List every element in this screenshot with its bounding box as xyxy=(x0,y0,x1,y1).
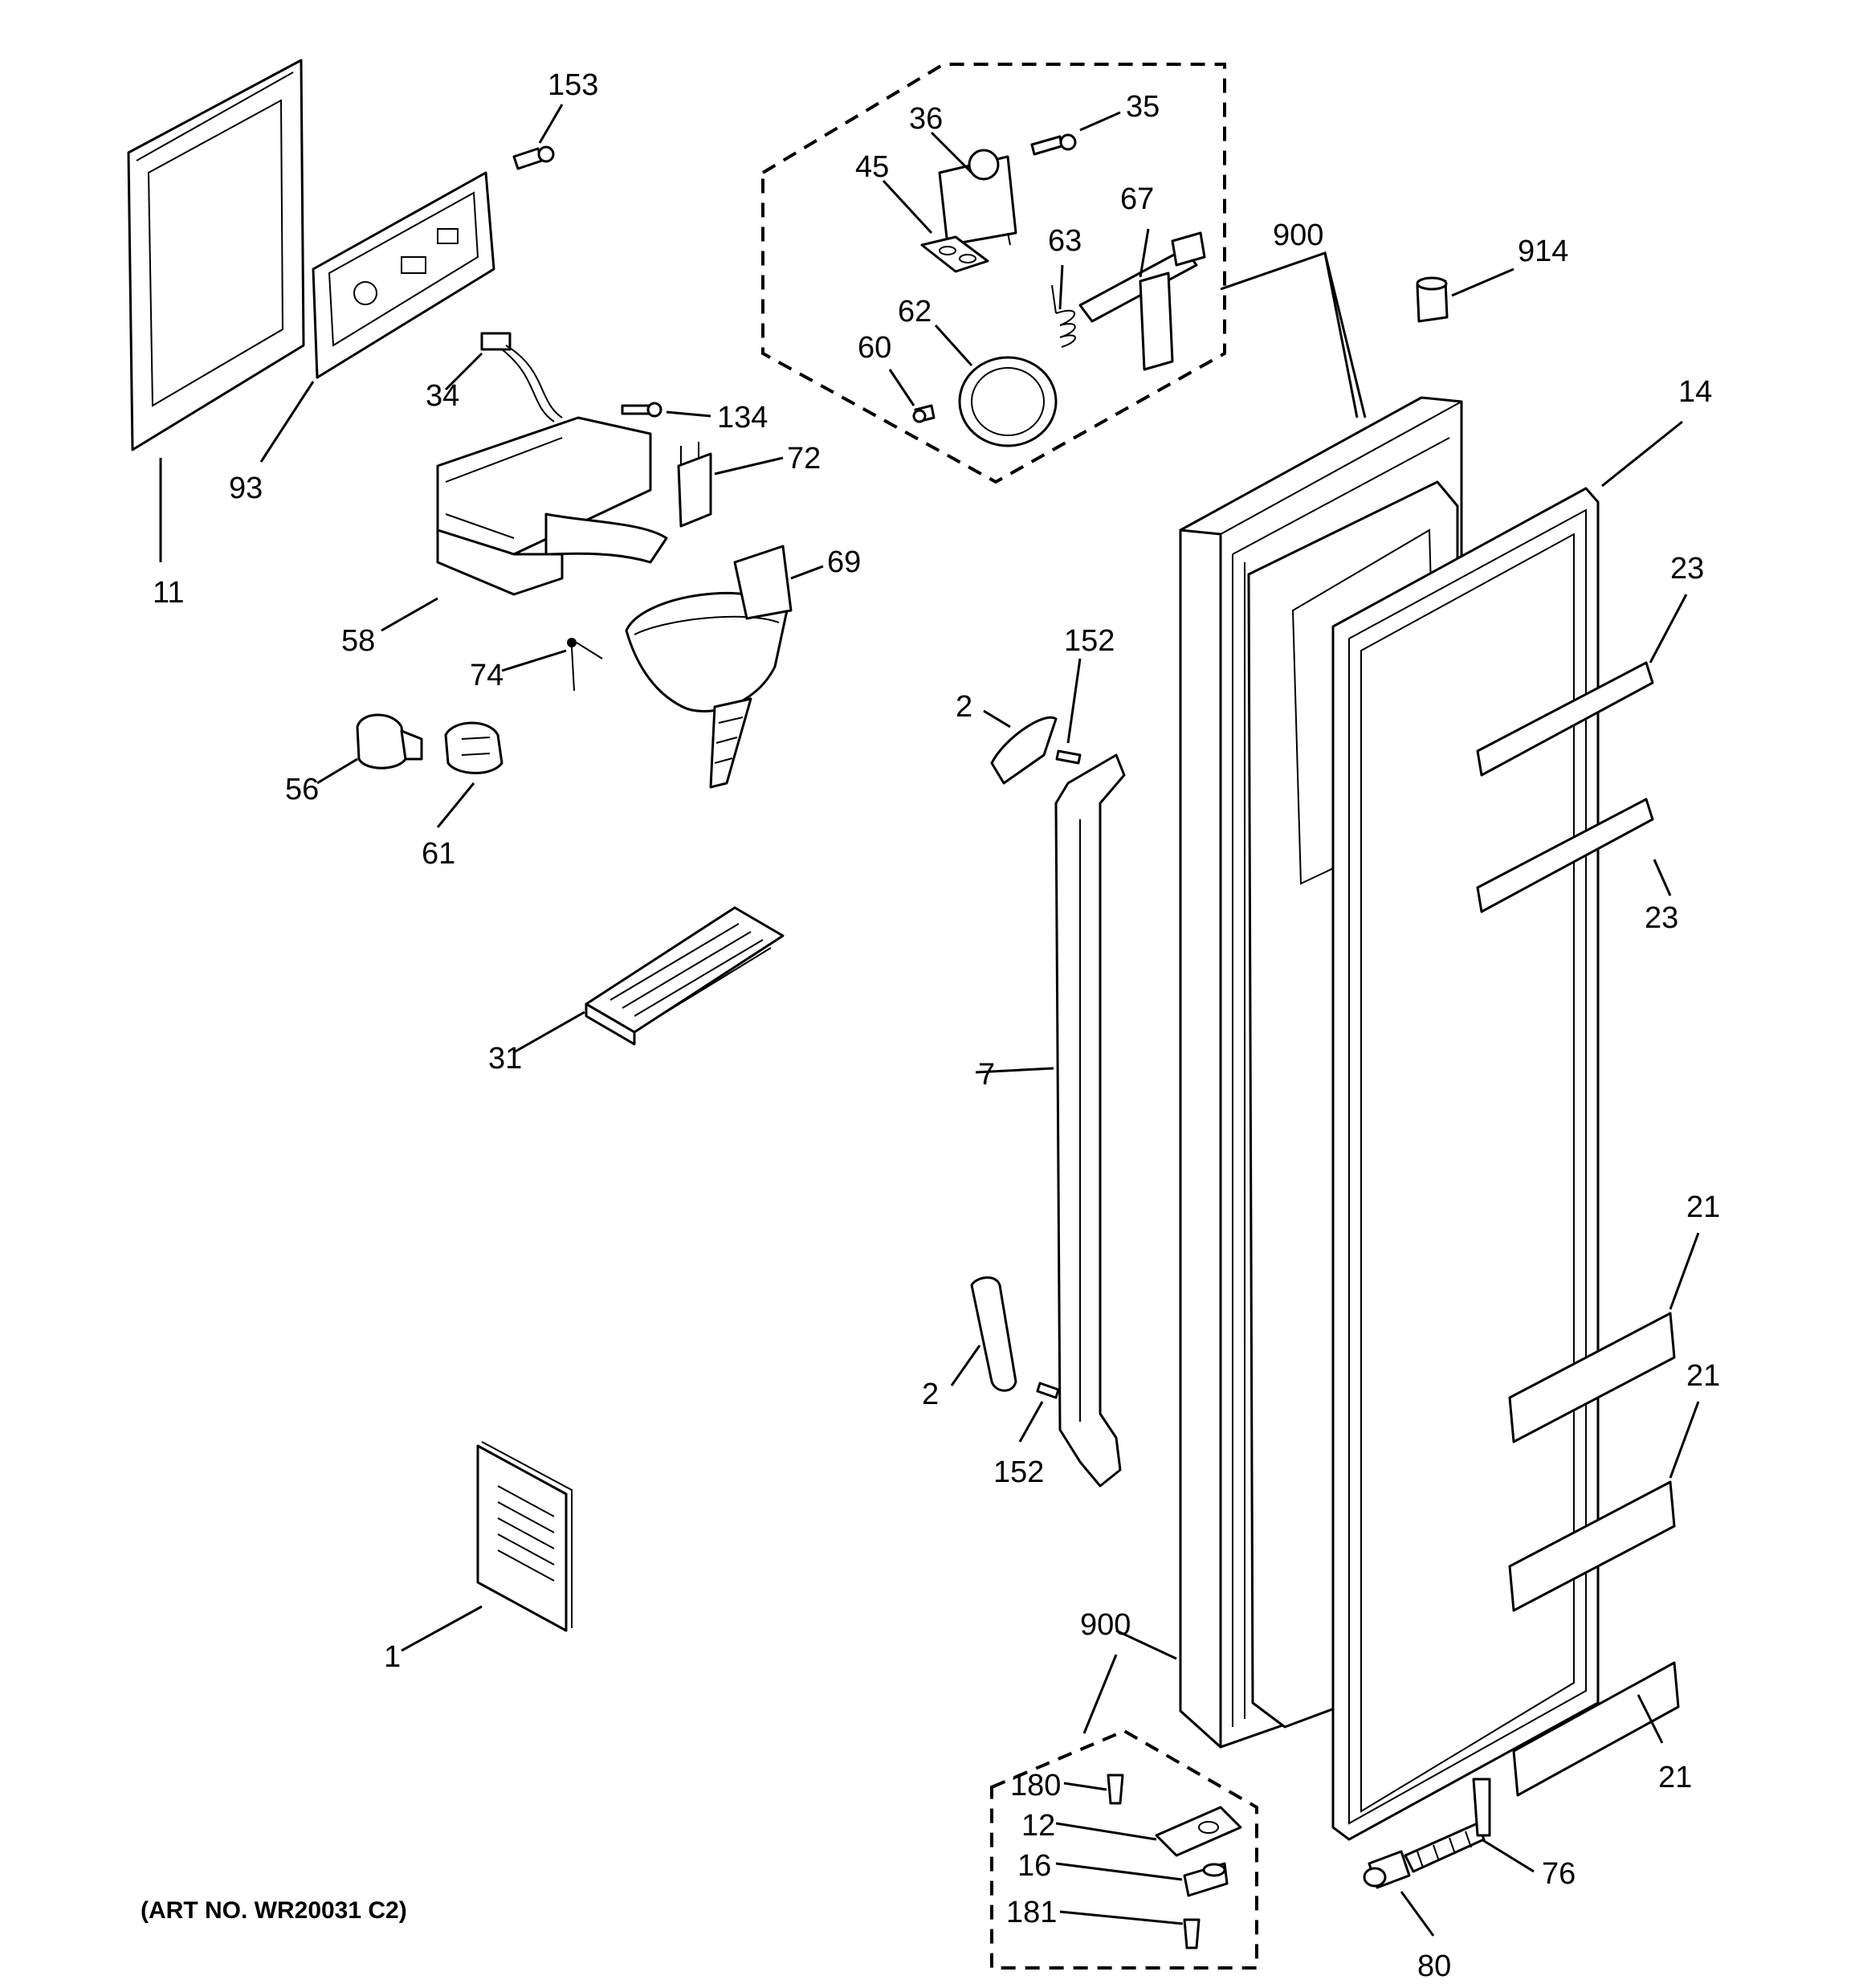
callout-62: 62 xyxy=(898,295,932,329)
callout-60: 60 xyxy=(858,331,891,365)
art-number: (ART NO. WR20031 C2) xyxy=(141,1897,407,1924)
part-62-ring xyxy=(958,356,1058,447)
callout-31: 31 xyxy=(488,1042,522,1076)
callout-34: 34 xyxy=(426,379,459,413)
part-11-dispenser-frame xyxy=(127,59,305,451)
part-2-endcap-lower xyxy=(970,1276,1017,1392)
callout-180: 180 xyxy=(1010,1769,1061,1802)
part-34-wire-harness xyxy=(480,332,563,423)
callout-16: 16 xyxy=(1017,1849,1051,1883)
callout-153: 153 xyxy=(548,68,598,102)
part-914-cap xyxy=(1416,276,1449,323)
callout-74: 74 xyxy=(470,659,503,692)
callout-35: 35 xyxy=(1126,90,1160,124)
part-16-bushing xyxy=(1183,1862,1229,1897)
part-153-screw xyxy=(512,145,555,170)
callout-45: 45 xyxy=(855,150,889,184)
callout-152-upper: 152 xyxy=(1064,624,1115,658)
part-80-fitting xyxy=(1363,1850,1411,1889)
callout-80: 80 xyxy=(1417,1949,1451,1983)
part-63-spring xyxy=(1051,284,1076,348)
callout-152-lower: 152 xyxy=(993,1455,1044,1489)
callout-93: 93 xyxy=(229,471,263,505)
part-76-water-tube xyxy=(1404,1778,1491,1873)
callout-58: 58 xyxy=(341,624,375,658)
part-21-rail-1 xyxy=(1508,1312,1676,1443)
callout-23-upper: 23 xyxy=(1670,552,1704,586)
callout-11: 11 xyxy=(153,576,184,610)
part-67-lever xyxy=(1078,231,1206,371)
callout-21-top: 21 xyxy=(1686,1190,1720,1224)
leader-lines xyxy=(159,104,1700,1937)
part-31-drip-tray xyxy=(585,906,785,1046)
upper-kit-dashed-outline xyxy=(761,63,1226,484)
part-61-gear xyxy=(444,721,503,774)
callout-21-middle: 21 xyxy=(1686,1359,1720,1393)
part-56-knob xyxy=(356,713,423,769)
part-21-rail-3 xyxy=(1512,1661,1680,1797)
part-23-rail-upper xyxy=(1476,661,1654,777)
part-181-screw xyxy=(1183,1918,1201,1949)
callout-23-lower: 23 xyxy=(1645,901,1678,935)
lower-kit-dashed-outline xyxy=(990,1729,1258,1970)
callout-67: 67 xyxy=(1120,182,1154,216)
callout-61: 61 xyxy=(422,837,455,871)
part-72-switch xyxy=(677,442,712,528)
callout-63: 63 xyxy=(1048,224,1082,258)
callout-69: 69 xyxy=(827,545,861,579)
part-74-spring xyxy=(567,638,603,692)
callout-14: 14 xyxy=(1678,375,1712,409)
part-134-screw xyxy=(621,402,662,418)
callout-134: 134 xyxy=(717,401,768,435)
part-152-screw-upper xyxy=(1055,749,1082,765)
part-21-rail-2 xyxy=(1508,1480,1676,1612)
part-14-gasket xyxy=(1331,487,1600,1841)
part-69-ice-funnel xyxy=(625,545,793,789)
callout-12: 12 xyxy=(1021,1809,1055,1843)
part-45-bracket xyxy=(920,235,989,273)
callout-1: 1 xyxy=(384,1640,401,1674)
callout-2-lower: 2 xyxy=(922,1378,939,1411)
callout-7: 7 xyxy=(978,1058,995,1092)
part-2-endcap-upper xyxy=(990,716,1058,785)
callout-2-upper: 2 xyxy=(956,690,972,724)
part-152-screw-lower xyxy=(1036,1382,1060,1399)
part-7-handle xyxy=(1054,753,1126,1488)
callout-900-top: 900 xyxy=(1273,218,1323,252)
part-180-screw xyxy=(1107,1774,1124,1805)
part-1-manual xyxy=(476,1441,573,1632)
part-60-screw xyxy=(912,404,936,423)
callout-76: 76 xyxy=(1542,1857,1576,1891)
part-23-rail-lower xyxy=(1476,798,1654,913)
part-93-control-board xyxy=(312,171,495,379)
callout-900-bottom: 900 xyxy=(1080,1608,1131,1642)
part-35-screw xyxy=(1030,133,1077,156)
callout-914: 914 xyxy=(1518,235,1568,268)
callout-21-bottom: 21 xyxy=(1658,1761,1692,1794)
part-12-hinge-bracket xyxy=(1155,1806,1242,1857)
part-58-dispenser-housing xyxy=(436,416,668,596)
callout-labels: 153 11 93 34 134 72 58 69 74 56 61 31 1 … xyxy=(153,68,1720,1983)
callout-72: 72 xyxy=(787,442,821,476)
callout-56: 56 xyxy=(285,773,319,806)
callout-181: 181 xyxy=(1006,1896,1057,1929)
callout-36: 36 xyxy=(909,102,943,136)
